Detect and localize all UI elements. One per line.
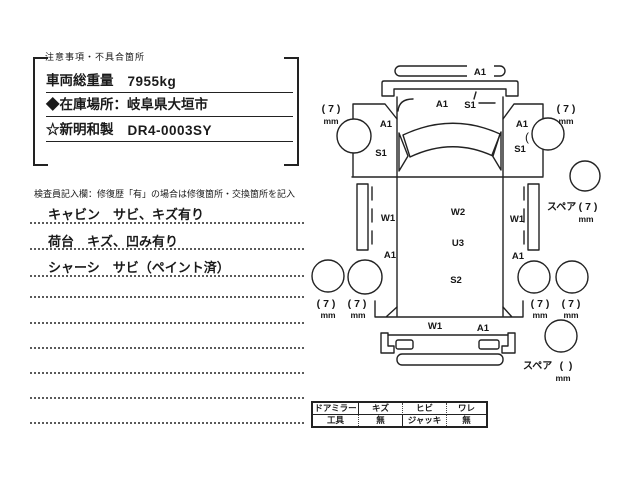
wheel-rear-left-outer: [311, 259, 345, 293]
bumper-lamp-left: [395, 339, 414, 350]
bumper-cap-right: [501, 332, 516, 354]
equip-header-crack: ヒビ: [403, 403, 447, 415]
bumper-cap-left: [380, 332, 395, 354]
ruled-line: [30, 248, 304, 250]
code-bed-w: W2: [451, 207, 465, 218]
ruled-line: [30, 296, 304, 298]
code-fender-left-a: A1: [380, 119, 393, 130]
windshield: [402, 122, 501, 158]
ruled-line: [30, 222, 304, 224]
stock-location-row: ◆在庫場所：岐阜県大垣市: [46, 93, 293, 117]
entry-chassis: シャーシ サビ（ペイント済）: [48, 260, 230, 275]
wheel-front-right: [531, 117, 565, 151]
equip-header-break: ワレ: [447, 403, 486, 415]
code-bottom-w: W1: [428, 321, 443, 332]
body-sides: [396, 96, 504, 317]
tailgate-bar: [396, 353, 504, 366]
notes-title: 注意事項・不具合箇所: [45, 52, 146, 62]
front-roof-bar: [394, 65, 506, 77]
tread-unit: mm: [320, 310, 336, 320]
tread-front-left: ( 7 ): [322, 103, 341, 115]
tread-spare-bottom: ( ): [560, 360, 573, 372]
leader-marks: [473, 91, 496, 104]
equip-header-door-mirror: ドアミラー: [313, 403, 359, 415]
tread-rear-left-outer: ( 7 ): [317, 298, 336, 310]
tread-unit: mm: [323, 116, 339, 126]
equip-tools-value: 無: [359, 415, 403, 426]
equipment-table: ドアミラー キズ ヒビ ワレ 工具 無 ジャッキ 無: [311, 401, 488, 428]
pillar-windows: [398, 131, 502, 172]
wheel-rear-left-inner: [347, 259, 383, 295]
entry-cabin: キャビン サビ、キズ有り: [48, 207, 205, 222]
code-cab-front-s: S1: [464, 100, 476, 111]
tread-unit: mm: [555, 373, 571, 383]
tread-spare-top: ( 7 ): [579, 201, 598, 213]
stock-location-label: ◆在庫場所：岐阜県大垣市: [46, 97, 208, 112]
tread-rear-right-inner: ( 7 ): [531, 298, 550, 310]
rear-frame: [374, 300, 524, 318]
code-bed-s: S2: [450, 275, 462, 286]
tread-unit: mm: [350, 310, 366, 320]
tread-unit: mm: [563, 310, 579, 320]
code-front-top: A1: [474, 67, 487, 78]
bumper-lamp-right: [478, 339, 500, 350]
code-bed-u: U3: [452, 238, 464, 249]
bracket-left: [33, 57, 48, 166]
side-guard-right: [527, 183, 540, 251]
ruled-line: [30, 422, 304, 424]
spare-tire-top: [569, 160, 601, 192]
spare-bottom-label: スペア: [523, 360, 552, 372]
gross-weight-row: 車両総重量 7955kg: [46, 69, 293, 93]
truck-outline: [311, 65, 601, 366]
body-maker-row: ☆新明和製 DR4-0003SY: [46, 118, 293, 142]
code-bottom-a: A1: [477, 323, 490, 334]
ruled-line: [30, 372, 304, 374]
code-rear-right-a: A1: [512, 251, 525, 262]
code-fender-right-s: S1: [514, 144, 526, 155]
wheel-front-left: [336, 118, 372, 154]
spare-tire-bottom: [544, 319, 578, 353]
gross-weight-value: 7955kg: [127, 74, 177, 89]
side-guard-left: [356, 183, 369, 251]
equip-jack-value: 無: [462, 415, 471, 425]
inspector-note: 検査員記入欄：修復歴「有」の場合は修復箇所・交換箇所を記入: [34, 189, 296, 199]
mark-paren: (: [525, 130, 529, 144]
tread-front-right: ( 7 ): [557, 103, 576, 115]
tread-rear-left-inner: ( 7 ): [348, 298, 367, 310]
body-maker-label: ☆新明和製: [46, 122, 114, 137]
label-mask: [467, 64, 494, 77]
wheel-rear-right-outer: [555, 260, 589, 294]
truck-condition-diagram: A1 A1 S1 A1 S1 A1 ( S1 W1 W1 W2 U3 S2 A1…: [311, 64, 601, 383]
ruled-line: [30, 347, 304, 349]
equip-header-scratch: キズ: [359, 403, 403, 415]
equip-jack-label: ジャッキ: [403, 415, 447, 426]
equip-tools-label: 工具: [313, 415, 359, 426]
bracket-right: [284, 57, 299, 166]
ruled-line: [30, 322, 304, 324]
entry-bed: 荷台 キズ、凹み有り: [48, 234, 179, 249]
code-fender-left-s: S1: [375, 148, 387, 159]
body-model-value: DR4-0003SY: [127, 123, 213, 138]
ruled-line: [30, 275, 304, 277]
code-side-left-w: W1: [381, 213, 396, 224]
code-fender-right-a: A1: [516, 119, 529, 130]
wheel-rear-right-inner: [517, 260, 551, 294]
cab-corner-arc: [397, 98, 414, 112]
spare-top-label: スペア: [547, 201, 576, 213]
tread-unit: mm: [532, 310, 548, 320]
gross-weight-label: 車両総重量: [46, 73, 114, 88]
code-rear-left-a: A1: [384, 250, 397, 261]
tread-rear-right-outer: ( 7 ): [562, 298, 581, 310]
ruled-line: [30, 397, 304, 399]
tread-unit: mm: [558, 116, 574, 126]
code-side-right-w: W1: [510, 214, 525, 225]
code-cab-front-a: A1: [436, 99, 449, 110]
cab-front-panel: [381, 80, 519, 97]
tread-unit: mm: [578, 214, 594, 224]
